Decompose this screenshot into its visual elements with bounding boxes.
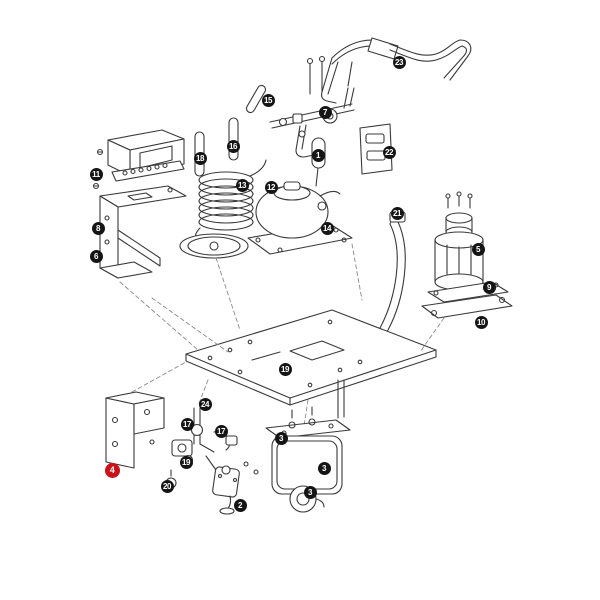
tubing-assembly-drawing [321,37,472,104]
valve-assembly-drawing [269,55,355,158]
coil-drawing [194,159,267,243]
tube-18-drawing [194,131,205,177]
bracket-22-drawing [359,123,393,175]
tube-15-drawing [245,84,267,114]
left-bracket-drawing [99,185,187,279]
accumulator-drawing [298,130,326,187]
bracket-4-drawing [105,391,165,469]
pump-assembly-drawing [421,191,513,319]
valve-cluster-drawing [165,399,259,515]
tube-16-drawing [228,117,239,161]
control-box-drawing [92,129,185,190]
base-plate-drawing [185,309,437,406]
